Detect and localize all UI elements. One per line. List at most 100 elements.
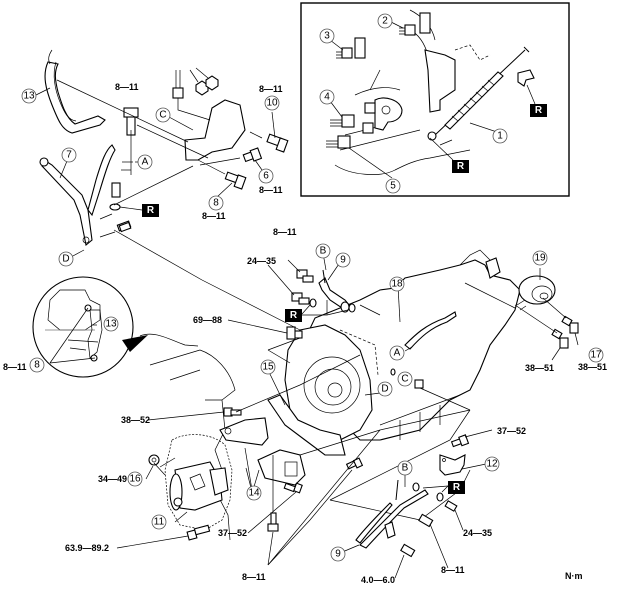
svg-text:17: 17 bbox=[590, 350, 602, 361]
shift-rod bbox=[87, 144, 116, 217]
torque-34-49: 34—49 bbox=[98, 474, 127, 484]
switch-connector bbox=[172, 87, 184, 99]
torque-69-88: 69—88 bbox=[193, 315, 222, 325]
svg-text:7: 7 bbox=[66, 150, 72, 161]
svg-text:A: A bbox=[394, 348, 401, 359]
washer bbox=[412, 482, 420, 492]
callout-13-top: 13 bbox=[21, 88, 37, 104]
starter-bracket bbox=[219, 417, 269, 446]
callout-1: 1 bbox=[492, 128, 508, 144]
callout-10: 10 bbox=[264, 95, 280, 111]
torque-center-24-35: 24—35 bbox=[247, 256, 276, 266]
bolt-24-35-lower bbox=[444, 500, 458, 512]
svg-text:14: 14 bbox=[248, 488, 260, 499]
svg-text:R: R bbox=[453, 482, 461, 493]
svg-text:D: D bbox=[62, 254, 69, 265]
svg-text:1: 1 bbox=[497, 131, 503, 142]
svg-text:15: 15 bbox=[262, 362, 274, 373]
callout-18: 18 bbox=[389, 276, 405, 292]
torque-labels: 8—11 8—11 8—11 8—11 8—11 24—35 69—88 8—1… bbox=[3, 82, 607, 585]
plug bbox=[414, 379, 424, 389]
svg-text:8: 8 bbox=[34, 360, 40, 371]
selector-lever bbox=[39, 144, 116, 247]
washer bbox=[309, 298, 317, 308]
callout-6: 6 bbox=[258, 168, 274, 184]
svg-text:C: C bbox=[159, 110, 166, 121]
svg-text:16: 16 bbox=[129, 474, 141, 485]
callout-13-inset: 13 bbox=[103, 316, 119, 332]
marker-A-case: A bbox=[389, 345, 405, 361]
marker-D-top: D bbox=[58, 251, 74, 267]
cable-bellows bbox=[444, 71, 504, 130]
svg-text:3: 3 bbox=[324, 31, 330, 42]
callout-5: 5 bbox=[385, 178, 401, 194]
detail-pointer bbox=[122, 335, 148, 352]
replace-markers: R R R R R bbox=[142, 104, 547, 494]
bolt-63-89 bbox=[186, 524, 211, 541]
callout-9-bottom: 9 bbox=[330, 546, 346, 562]
callout-15: 15 bbox=[260, 359, 276, 375]
svg-text:R: R bbox=[535, 105, 543, 116]
svg-text:9: 9 bbox=[335, 549, 341, 560]
torque-37-52-right: 37—52 bbox=[497, 426, 526, 436]
cable-bracket bbox=[424, 49, 456, 113]
svg-text:11: 11 bbox=[154, 517, 165, 528]
bolt-8-11-lower bbox=[418, 513, 434, 528]
washer bbox=[348, 303, 356, 313]
bolt-24-35-center bbox=[291, 292, 310, 305]
replace-marker-inset-pin: R bbox=[452, 160, 469, 173]
marker-D-case: D bbox=[377, 381, 393, 397]
svg-text:5: 5 bbox=[390, 181, 396, 192]
marker-C-case: C bbox=[397, 371, 413, 387]
torque-center-bolt: 8—11 bbox=[273, 227, 297, 237]
torque-bolt-lever-shaft: 8—11 bbox=[115, 82, 139, 92]
callout-4: 4 bbox=[319, 89, 335, 105]
torque-38-51-right: 38—51 bbox=[578, 362, 607, 372]
rear-mount-19 bbox=[516, 275, 556, 311]
torque-38-52: 38—52 bbox=[121, 415, 150, 425]
connector-4 bbox=[330, 114, 355, 128]
bolt-6 bbox=[242, 147, 263, 163]
bolt-69-88 bbox=[286, 326, 303, 340]
torque-8-11-lower: 8—11 bbox=[441, 565, 465, 575]
cooler-tube bbox=[404, 311, 457, 350]
callout-8-inset: 8 bbox=[29, 357, 45, 373]
svg-text:8: 8 bbox=[213, 198, 219, 209]
bolt-4-6 bbox=[400, 543, 416, 558]
svg-text:B: B bbox=[320, 246, 327, 257]
torque-37-52-lower: 37—52 bbox=[218, 528, 247, 538]
svg-text:R: R bbox=[147, 205, 155, 216]
torque-bolt-10: 8—11 bbox=[259, 84, 283, 94]
marker-B-bottom: B bbox=[397, 460, 413, 476]
marker-B-top: B bbox=[315, 243, 331, 259]
callout-labels: 1 2 3 4 5 6 7 8 8 9 9 10 11 12 13 13 14 … bbox=[21, 13, 604, 562]
bolt-10 bbox=[266, 133, 289, 153]
callout-3: 3 bbox=[319, 28, 335, 44]
connector-2 bbox=[399, 12, 431, 36]
svg-text:4: 4 bbox=[324, 92, 330, 103]
bolt-8-11-center bbox=[296, 269, 314, 283]
cable-clip bbox=[517, 69, 535, 87]
torque-38-51-left: 38—51 bbox=[525, 363, 554, 373]
connector-5 bbox=[326, 135, 351, 149]
bolt-38-52 bbox=[223, 407, 242, 417]
svg-text:9: 9 bbox=[340, 255, 346, 266]
bolt-8 bbox=[224, 171, 247, 190]
bracket-12 bbox=[439, 454, 466, 476]
torque-bottom-8-11: 8—11 bbox=[242, 572, 266, 582]
callout-7: 7 bbox=[61, 147, 77, 163]
washer bbox=[436, 492, 444, 502]
cooler-bolt-9 bbox=[309, 269, 356, 313]
callout-8-top: 8 bbox=[208, 195, 224, 211]
replace-marker-inset-clip: R bbox=[530, 104, 547, 117]
torque-inset-8: 8—11 bbox=[3, 362, 27, 372]
marker-C-top: C bbox=[155, 107, 171, 123]
torque-4-6: 4.0—6.0 bbox=[361, 575, 395, 585]
svg-text:10: 10 bbox=[266, 98, 278, 109]
callout-2: 2 bbox=[377, 13, 393, 29]
marker-A-top: A bbox=[137, 154, 153, 170]
bolt-37-52-lower bbox=[283, 482, 303, 494]
svg-text:B: B bbox=[402, 463, 409, 474]
torque-bolt-6: 8—11 bbox=[259, 185, 283, 195]
